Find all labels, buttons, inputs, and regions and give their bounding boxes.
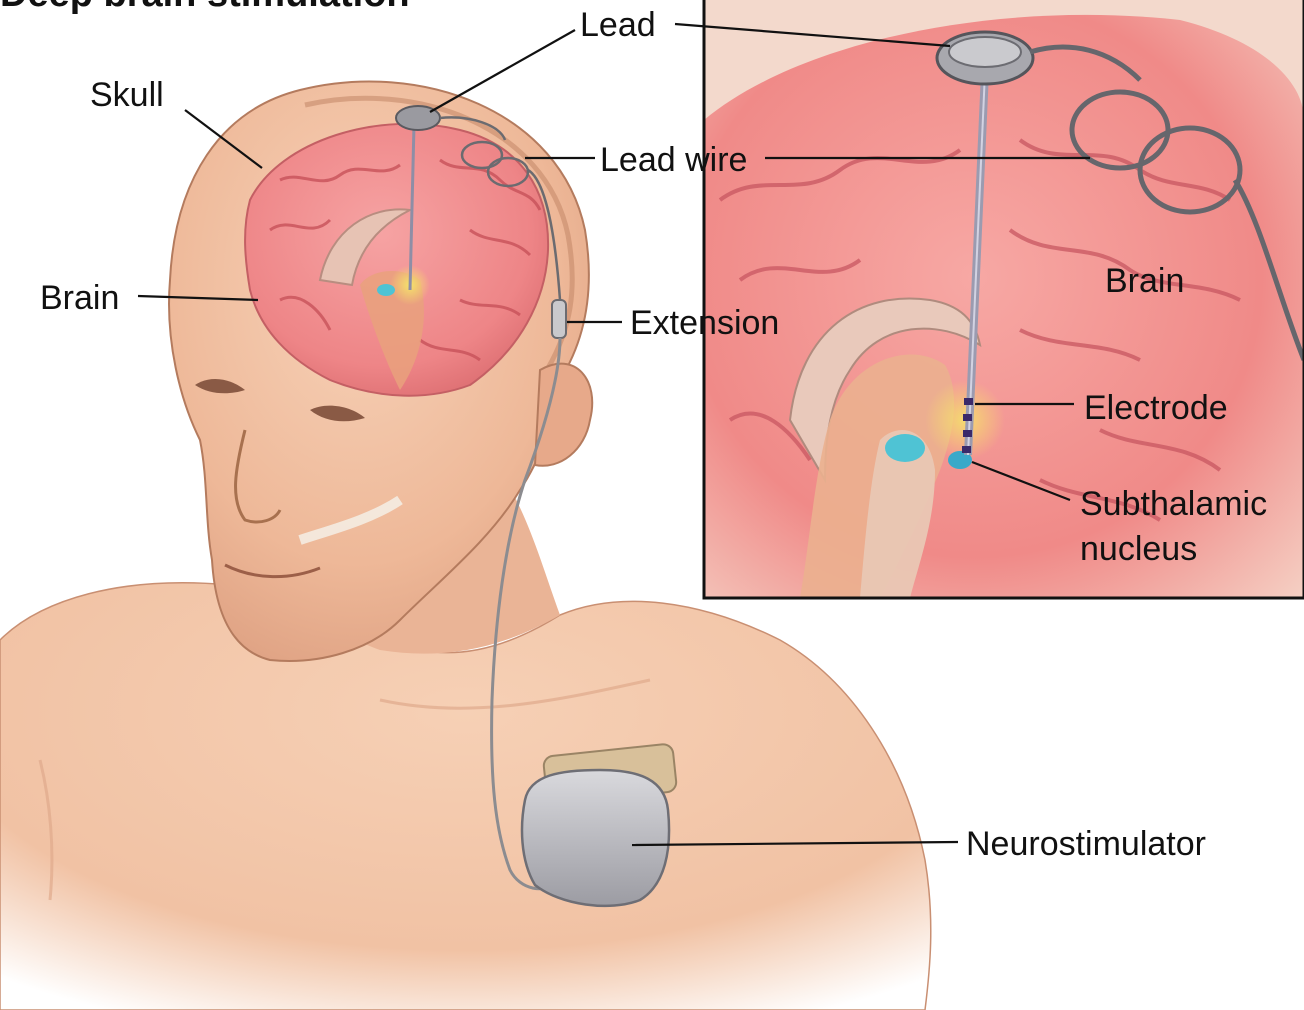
label-subthalamic-line1: Subthalamic (1080, 485, 1267, 523)
label-lead: Lead (580, 6, 656, 44)
label-lead-wire: Lead wire (600, 141, 747, 179)
label-neurostimulator: Neurostimulator (966, 825, 1206, 863)
label-electrode: Electrode (1084, 389, 1228, 427)
figure-title: Deep brain stimulation (0, 0, 410, 15)
inset-nucleus-left (885, 434, 925, 462)
neurostimulator-device (522, 743, 677, 906)
extension-connector (552, 300, 566, 338)
label-extension: Extension (630, 304, 779, 342)
label-skull: Skull (90, 76, 164, 114)
label-subthalamic-line2: nucleus (1080, 530, 1197, 568)
subthalamic-nucleus-small (377, 284, 395, 296)
label-brain-inset: Brain (1105, 262, 1184, 300)
ear (535, 364, 592, 466)
label-brain-left: Brain (40, 279, 119, 317)
